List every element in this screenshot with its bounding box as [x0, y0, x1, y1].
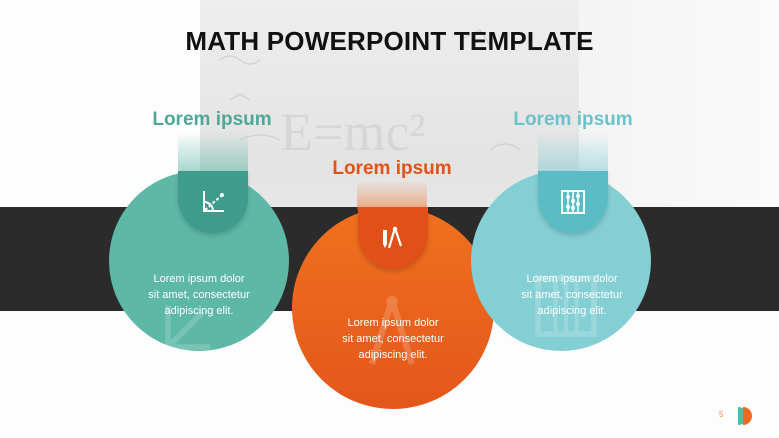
compass-pencil-icon	[383, 226, 403, 249]
item-1-body-line: adipiscing elit.	[164, 305, 234, 317]
item-3-body-line: sit amet, consectetur	[521, 289, 623, 301]
brand-logo	[738, 407, 752, 425]
item-1-body-line: sit amet, consectetur	[148, 289, 250, 301]
item-3-circle: Lorem ipsum dolor sit amet, consectetur …	[471, 171, 651, 351]
chalk-formula: E=mc²	[280, 102, 426, 162]
item-2-icon-tab	[358, 207, 428, 269]
abacus-icon	[561, 190, 585, 214]
item-3-heading: Lorem ipsum	[513, 109, 633, 130]
item-1-body: Lorem ipsum dolor sit amet, consectetur …	[124, 271, 274, 319]
item-3-watermark-icon	[535, 275, 597, 337]
page-number: 5	[719, 410, 724, 419]
item-1-heading: Lorem ipsum	[152, 109, 272, 130]
item-1-beam	[178, 132, 248, 172]
item-3-icon-tab	[538, 171, 608, 233]
item-3-body: Lorem ipsum dolor sit amet, consectetur …	[497, 271, 647, 319]
item-3-body-line: adipiscing elit.	[537, 305, 607, 317]
item-2-body: Lorem ipsum dolor sit amet, consectetur …	[318, 315, 468, 363]
item-1-body-line: Lorem ipsum dolor	[153, 273, 245, 285]
item-3-beam	[538, 132, 608, 172]
item-2-watermark-icon	[368, 296, 416, 365]
protractor-angle-icon	[203, 191, 224, 212]
item-2-beam	[357, 180, 427, 210]
chalkboard-scribbles: E=mc²	[219, 29, 521, 162]
item-2-body-line: sit amet, consectetur	[342, 333, 444, 345]
item-2-body-line: adipiscing elit.	[358, 349, 428, 361]
item-3-body-line: Lorem ipsum dolor	[526, 273, 618, 285]
item-1-watermark-icon	[165, 305, 210, 350]
slide-title: MATH POWERPOINT TEMPLATE	[185, 26, 594, 56]
item-2-body-line: Lorem ipsum dolor	[347, 317, 439, 329]
item-2-heading: Lorem ipsum	[332, 158, 452, 179]
item-1-icon-tab	[178, 171, 248, 233]
